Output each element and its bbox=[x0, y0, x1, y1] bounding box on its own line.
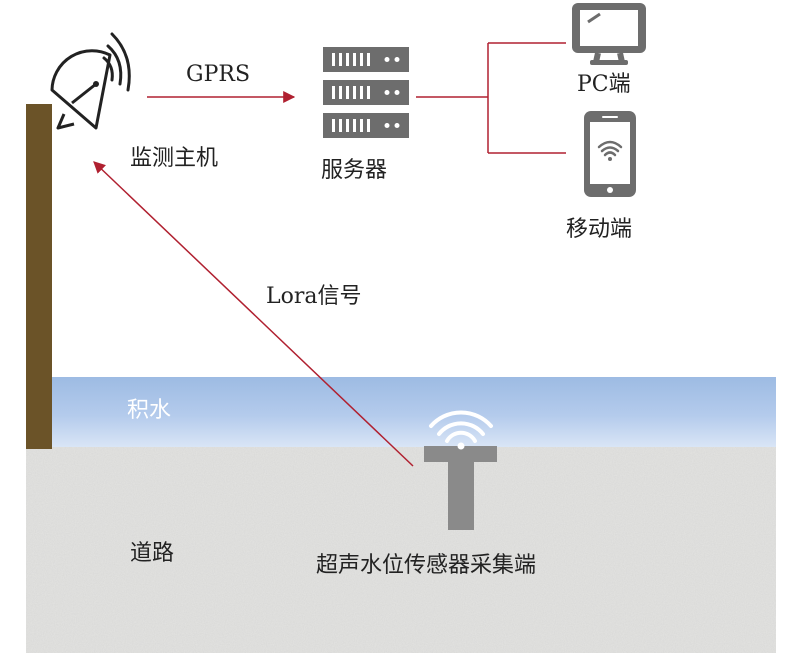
road-area bbox=[26, 447, 776, 653]
lora-signal-arrow bbox=[93, 161, 414, 467]
pole bbox=[26, 104, 52, 449]
monitor-host-label: 监测主机 bbox=[130, 146, 219, 171]
ultrasonic-sensor-icon bbox=[424, 446, 497, 530]
standing-water-area bbox=[26, 377, 776, 447]
pc-label: PC端 bbox=[577, 72, 631, 97]
smartphone-icon bbox=[584, 111, 636, 197]
satellite-dish-icon bbox=[50, 32, 131, 130]
gprs-label: GPRS bbox=[186, 62, 251, 87]
lora-label: Lora信号 bbox=[266, 284, 362, 309]
road-label: 道路 bbox=[130, 541, 175, 566]
server-rack-icon bbox=[323, 47, 409, 138]
water-label: 积水 bbox=[127, 398, 172, 423]
server-label: 服务器 bbox=[321, 158, 388, 183]
sensor-label: 超声水位传感器采集端 bbox=[316, 553, 537, 578]
wifi-signal-icon bbox=[429, 410, 493, 450]
mobile-label: 移动端 bbox=[566, 217, 633, 242]
server-connector-lines bbox=[416, 42, 566, 154]
desktop-monitor-icon bbox=[572, 3, 646, 65]
